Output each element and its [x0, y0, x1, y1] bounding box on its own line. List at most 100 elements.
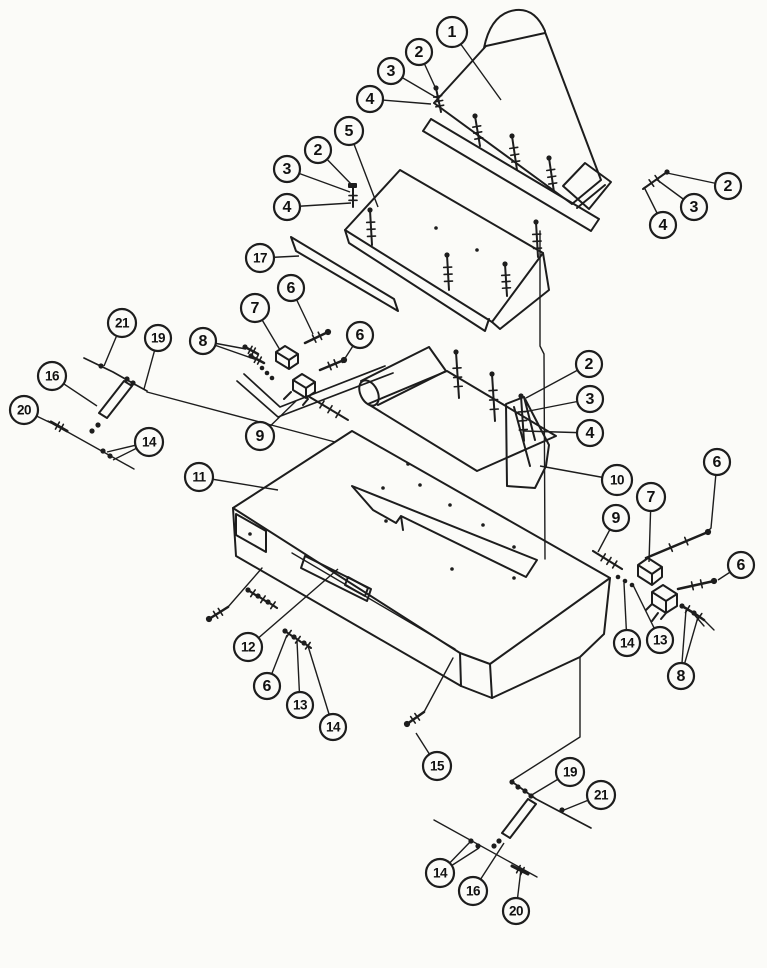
fastener-head — [205, 615, 213, 623]
fastener-shaft — [317, 331, 323, 341]
hole-dot — [381, 486, 385, 490]
callout-number: 2 — [724, 178, 733, 195]
fastener-head — [502, 261, 508, 267]
callout-number: 3 — [690, 199, 699, 216]
callout-1: 1 — [435, 15, 502, 101]
fastener-shaft — [519, 866, 525, 876]
callout-circle — [424, 857, 456, 889]
callout-number: 4 — [586, 425, 595, 442]
fastener-head — [489, 371, 495, 377]
hole-dot — [475, 248, 479, 252]
callout-4: 4 — [355, 84, 432, 114]
right-rod-bent-leader — [510, 657, 581, 782]
fastener-shaft — [249, 589, 256, 598]
callout-number: 3 — [283, 161, 292, 178]
fastener-shaft — [455, 351, 460, 399]
callout-number: 3 — [586, 391, 595, 408]
callout-number: 16 — [45, 369, 60, 384]
callout-number: 3 — [387, 63, 396, 80]
fastener-shaft — [683, 536, 689, 546]
fastener-shaft — [508, 146, 519, 150]
fastener-shaft — [369, 209, 373, 246]
callout-number: 11 — [192, 470, 206, 485]
leader-line — [705, 461, 718, 534]
washer — [622, 578, 628, 584]
callout-circle — [726, 550, 756, 580]
left-upper-clamp — [275, 345, 299, 370]
callout-4: 4 — [272, 192, 352, 222]
fastener-head — [255, 593, 261, 599]
fastener-shaft — [489, 408, 500, 411]
callout-circle — [702, 447, 732, 477]
alignment-line — [539, 230, 546, 560]
fastener-shaft — [611, 560, 618, 569]
fastener-shaft — [318, 358, 346, 372]
callout-circle — [318, 712, 348, 742]
callout-circle — [244, 242, 276, 274]
callout-2: 2 — [404, 37, 437, 90]
chute-duct — [433, 8, 612, 210]
callout-number: 14 — [433, 866, 448, 881]
callout-circle — [252, 671, 282, 701]
fastener-shaft — [473, 131, 483, 134]
cover-panel-top — [344, 169, 544, 323]
fastener-shaft — [435, 104, 445, 108]
fastener-shaft — [54, 421, 61, 430]
fastener-shaft — [217, 607, 224, 616]
callout-circle — [272, 192, 302, 222]
callout-6: 6 — [252, 634, 288, 701]
fastener-head — [291, 634, 297, 640]
callout-circle — [285, 690, 315, 720]
fastener-head — [245, 587, 251, 593]
fastener-head — [710, 577, 718, 585]
fastener-shaft — [409, 715, 417, 724]
clevis-pin — [100, 448, 106, 454]
callout-12: 12 — [232, 568, 339, 663]
callout-circle — [232, 631, 264, 663]
callout-3: 3 — [376, 56, 438, 99]
callout-17: 17 — [244, 242, 300, 274]
callout-6: 6 — [276, 273, 314, 335]
callout-number: 16 — [466, 884, 481, 899]
callout-circle — [345, 320, 375, 350]
fastener-shaft — [548, 157, 555, 193]
callout-circle — [601, 503, 631, 533]
callout-circle — [666, 661, 696, 691]
cover-panel-front-flange — [344, 229, 490, 332]
fastener-shaft — [311, 334, 317, 344]
fastener-shaft — [327, 404, 333, 414]
deck-top-opening — [351, 485, 538, 578]
fastener-head — [324, 328, 332, 336]
fastener-head — [301, 640, 307, 646]
fastener-shaft — [474, 137, 484, 140]
fastener-shaft — [591, 549, 624, 571]
fastener-shaft — [648, 178, 655, 188]
callout-6: 6 — [702, 447, 732, 534]
fastener-head — [367, 207, 373, 213]
callout-number: 6 — [356, 327, 365, 344]
callout-circle — [183, 461, 215, 493]
cover-panel-end-flange — [491, 252, 550, 330]
fastener-shaft — [446, 254, 450, 291]
callout-14: 14 — [424, 840, 480, 889]
fastener-shaft — [269, 601, 276, 610]
callout-number: 2 — [415, 44, 424, 61]
callout-4: 4 — [643, 186, 678, 240]
fastener-head — [533, 219, 539, 225]
fastener-shaft — [247, 345, 253, 355]
washer — [269, 375, 275, 381]
fastener-shaft — [509, 153, 520, 157]
latch-bolt-line — [227, 567, 263, 608]
fastener-head — [679, 603, 685, 609]
clevis-pin — [515, 784, 521, 790]
callout-circle — [585, 779, 617, 811]
fastener-shaft — [259, 595, 266, 604]
hole-dot — [418, 483, 422, 487]
callout-2: 2 — [303, 135, 353, 186]
callout-number: 21 — [594, 788, 609, 803]
callout-7: 7 — [635, 481, 667, 563]
callout-number: 13 — [293, 698, 308, 713]
callout-circle — [404, 37, 434, 67]
callout-number: 6 — [713, 454, 722, 471]
